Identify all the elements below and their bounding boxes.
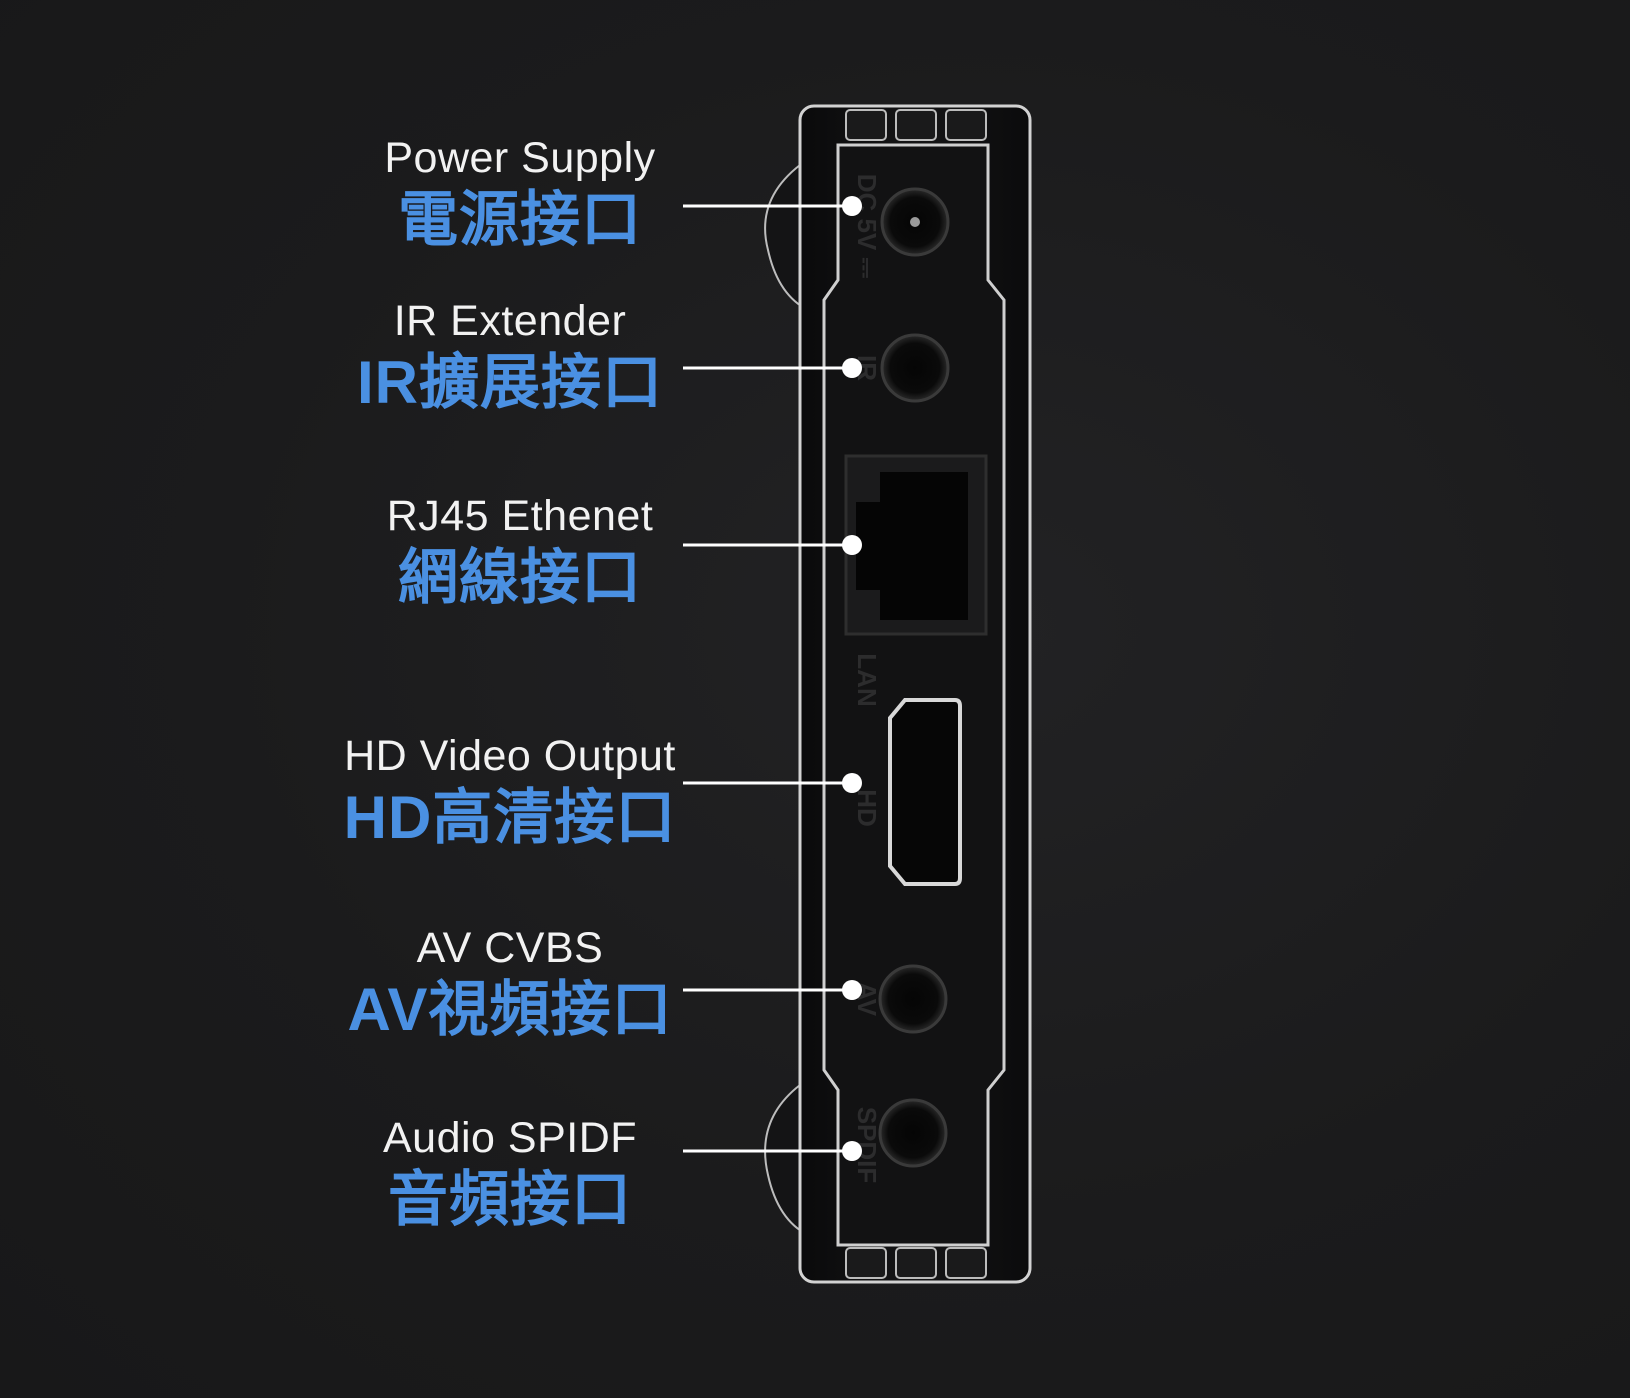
leader-dot-rj45 bbox=[842, 535, 862, 555]
leader-dot-audio bbox=[842, 1141, 862, 1161]
top-vents bbox=[845, 109, 987, 141]
callout-audio: Audio SPIDF 音頻接口 bbox=[300, 1112, 720, 1236]
callout-audio-zh: 音頻接口 bbox=[388, 1166, 632, 1233]
callout-ir: IR Extender IR擴展接口 bbox=[300, 295, 720, 419]
leader-dot-av bbox=[842, 980, 862, 1000]
dc-jack bbox=[880, 187, 950, 257]
callout-av: AV CVBS AV視頻接口 bbox=[300, 922, 720, 1046]
callout-av-en: AV CVBS bbox=[416, 924, 604, 972]
callout-rj45-en: RJ45 Ethenet bbox=[386, 492, 654, 540]
callout-rj45: RJ45 Ethenet 網線接口 bbox=[310, 490, 730, 614]
callout-av-zh: AV視頻接口 bbox=[347, 976, 673, 1043]
callout-rj45-zh: 網線接口 bbox=[398, 544, 642, 611]
ir-jack bbox=[880, 333, 950, 403]
callout-ir-en: IR Extender bbox=[393, 297, 627, 345]
callout-power-en: Power Supply bbox=[384, 134, 656, 182]
hdmi-port bbox=[888, 698, 962, 886]
leader-dot-ir bbox=[842, 358, 862, 378]
callout-power: Power Supply 電源接口 bbox=[310, 132, 730, 256]
leader-dot-power bbox=[842, 196, 862, 216]
hd-port-label: HD bbox=[852, 789, 882, 827]
dc-port-label: DC 5V ⎓ bbox=[852, 174, 882, 279]
faceplate-outline bbox=[822, 143, 1006, 1247]
callout-hd-zh: HD高清接口 bbox=[343, 784, 677, 851]
callout-hd-en: HD Video Output bbox=[344, 732, 676, 780]
spdif-jack bbox=[878, 1098, 948, 1168]
callout-audio-en: Audio SPIDF bbox=[382, 1114, 638, 1162]
rj45-port bbox=[844, 454, 988, 636]
callout-power-zh: 電源接口 bbox=[398, 186, 642, 253]
bottom-vents bbox=[845, 1247, 987, 1279]
av-jack bbox=[878, 964, 948, 1034]
leader-lines bbox=[683, 196, 862, 1161]
lan-port-label: LAN bbox=[852, 653, 882, 706]
leader-dot-hd bbox=[842, 773, 862, 793]
callout-ir-zh: IR擴展接口 bbox=[357, 349, 663, 416]
callout-hd: HD Video Output HD高清接口 bbox=[300, 730, 720, 854]
